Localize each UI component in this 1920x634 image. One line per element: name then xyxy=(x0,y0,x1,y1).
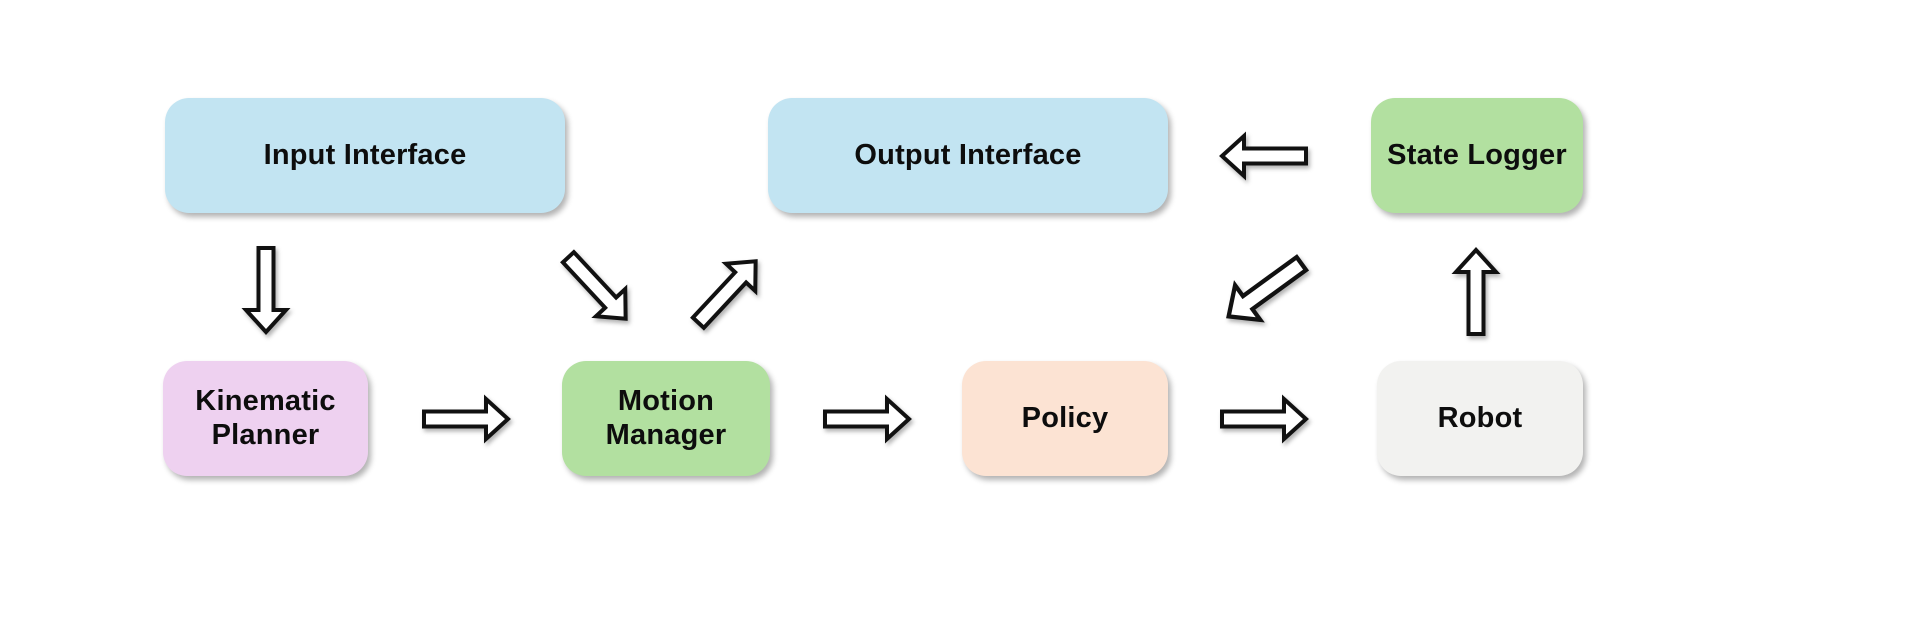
arrow-input-interface-to-motion-manager-icon xyxy=(552,249,642,321)
arrow-motion-manager-to-policy-icon xyxy=(822,394,912,444)
node-motion-manager-label: Motion Manager xyxy=(605,384,727,451)
node-kinematic-planner-label: Kinematic Planner xyxy=(195,384,336,451)
node-policy: Policy xyxy=(962,361,1168,476)
arrow-motion-manager-to-output-interface-icon xyxy=(682,259,772,331)
node-motion-manager: Motion Manager xyxy=(562,361,770,476)
arrow-robot-to-state-logger-icon xyxy=(1431,247,1521,336)
arrow-state-logger-to-output-interface-icon xyxy=(1219,131,1309,181)
node-kinematic-planner: Kinematic Planner xyxy=(163,361,368,476)
arrow-input-interface-to-kinematic-planner-icon xyxy=(221,246,311,335)
arrow-policy-to-robot-icon xyxy=(1219,394,1309,444)
node-robot-label: Robot xyxy=(1437,401,1523,434)
node-output-interface-label: Output Interface xyxy=(854,138,1082,171)
node-output-interface: Output Interface xyxy=(768,98,1168,213)
arrow-kinematic-planner-to-motion-manager-icon xyxy=(421,394,511,444)
node-robot: Robot xyxy=(1377,361,1583,476)
node-input-interface-label: Input Interface xyxy=(263,138,467,171)
node-state-logger: State Logger xyxy=(1371,98,1583,213)
node-input-interface: Input Interface xyxy=(165,98,565,213)
node-policy-label: Policy xyxy=(1021,401,1109,434)
arrow-state-logger-to-policy-icon xyxy=(1220,254,1310,323)
node-state-logger-label: State Logger xyxy=(1387,138,1567,171)
